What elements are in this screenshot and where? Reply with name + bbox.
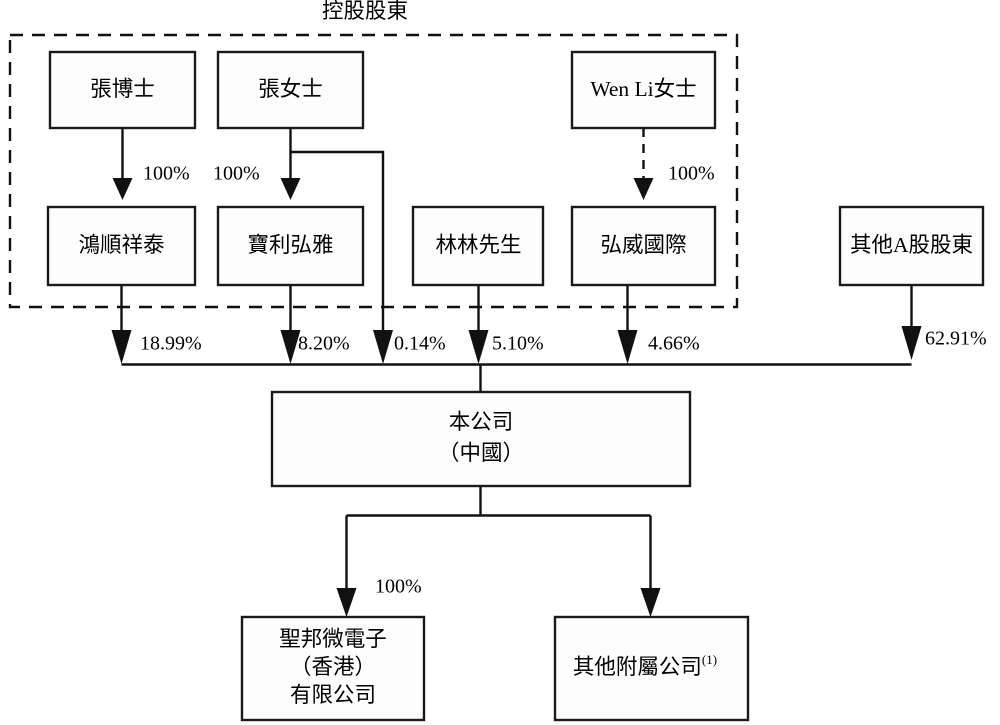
arrow-head-icon xyxy=(901,326,922,360)
arrow-head-icon xyxy=(633,178,654,200)
connector-layer xyxy=(111,128,922,617)
edge-label-hongwei-to-company: 4.66% xyxy=(648,333,700,355)
node-label-sgmicro-hk-line3: 有限公司 xyxy=(290,683,376,707)
edge-label-baoli-to-company: 8.20% xyxy=(298,333,350,355)
node-sgmicro-hk[interactable]: 聖邦微電子 （香港） 有限公司 xyxy=(240,615,426,722)
node-label-baoli: 寶利弘雅 xyxy=(247,233,333,257)
node-label-hongshun: 鴻順祥泰 xyxy=(78,233,164,257)
node-baoli[interactable]: 寶利弘雅 xyxy=(216,205,365,287)
edge-label-zhang-ms-to-company: 0.14% xyxy=(394,333,446,355)
node-label-sgmicro-hk-line2: （香港） xyxy=(290,655,376,679)
edge-label-other-a-share-to-company: 62.91% xyxy=(925,328,987,350)
node-linlin[interactable]: 林林先生 xyxy=(411,205,545,287)
subsidiary-split-line xyxy=(346,486,651,517)
node-other-a-share[interactable]: 其他A股股東 xyxy=(838,205,985,287)
arrow-head-icon xyxy=(112,178,133,200)
node-label-other-a-share: 其他A股股東 xyxy=(850,233,973,257)
edge-hongshun-to-company xyxy=(111,285,132,364)
arrow-head-icon xyxy=(640,588,661,617)
edge-label-hongshun-to-company: 18.99% xyxy=(140,333,202,355)
arrow-head-icon xyxy=(111,330,132,364)
node-label-wen-li-ms: Wen Li女士 xyxy=(590,77,696,101)
edge-label-linlin-to-company: 5.10% xyxy=(492,333,544,355)
edge-other-a-share-to-company xyxy=(901,285,922,360)
edge-label-wenli-to-hongwei: 100% xyxy=(668,163,715,185)
edge-hongwei-to-company xyxy=(617,285,638,364)
footnote-marker: (1) xyxy=(702,652,717,667)
node-other-subs[interactable]: 其他附屬公司(1) xyxy=(553,615,750,722)
edge-zhang-ms-to-company xyxy=(290,150,393,364)
edge-zhang-dr-to-hongshun xyxy=(112,128,133,200)
edge-linlin-to-company xyxy=(468,285,489,364)
edge-zhang-ms-to-baoli xyxy=(280,128,301,200)
node-label-other-subs: 其他附屬公司(1) xyxy=(573,652,717,679)
node-hongwei[interactable]: 弘威國際 xyxy=(570,205,717,287)
node-company[interactable]: 本公司 （中國） xyxy=(270,390,692,488)
node-label-other-subs-text: 其他附屬公司 xyxy=(573,655,702,679)
arrow-head-icon xyxy=(280,178,301,200)
node-wen-li-ms[interactable]: Wen Li女士 xyxy=(570,50,717,130)
arrow-head-icon xyxy=(280,330,301,364)
edge-label-layer: 100% 100% 100% 18.99% 8.20% 0.14% 5.10% … xyxy=(140,163,987,598)
edge-label-zhang-dr-to-hongshun: 100% xyxy=(143,163,190,185)
arrow-head-icon xyxy=(468,330,489,364)
controlling-shareholder-frame xyxy=(8,33,739,309)
arrow-head-icon xyxy=(617,330,638,364)
node-label-company-line2: （中國） xyxy=(438,441,524,465)
arrow-head-icon xyxy=(373,330,393,364)
arrow-head-icon xyxy=(336,588,357,617)
node-hongshun[interactable]: 鴻順祥泰 xyxy=(46,205,197,287)
node-label-company-line1: 本公司 xyxy=(449,410,514,434)
node-label-hongwei: 弘威國際 xyxy=(600,233,686,257)
controlling-shareholder-title: 控股股東 xyxy=(322,0,408,23)
edge-label-company-to-sgmicro-hk: 100% xyxy=(375,576,422,598)
edge-company-to-other-subs xyxy=(640,515,661,617)
node-layer: 張博士 張女士 Wen Li女士 鴻順祥泰 寶利弘雅 林林先生 xyxy=(46,50,985,722)
node-label-linlin: 林林先生 xyxy=(435,233,521,257)
edge-label-zhang-ms-to-baoli: 100% xyxy=(213,163,260,185)
node-label-zhang-dr: 張博士 xyxy=(90,77,155,101)
edge-company-to-sgmicro-hk xyxy=(336,515,357,617)
node-zhang-ms[interactable]: 張女士 xyxy=(216,50,365,130)
edge-baoli-to-company xyxy=(280,285,301,364)
node-label-sgmicro-hk-line1: 聖邦微電子 xyxy=(279,627,387,651)
edge-wenli-to-hongwei xyxy=(633,128,654,200)
node-label-zhang-ms: 張女士 xyxy=(258,77,323,101)
node-zhang-dr[interactable]: 張博士 xyxy=(48,50,197,130)
